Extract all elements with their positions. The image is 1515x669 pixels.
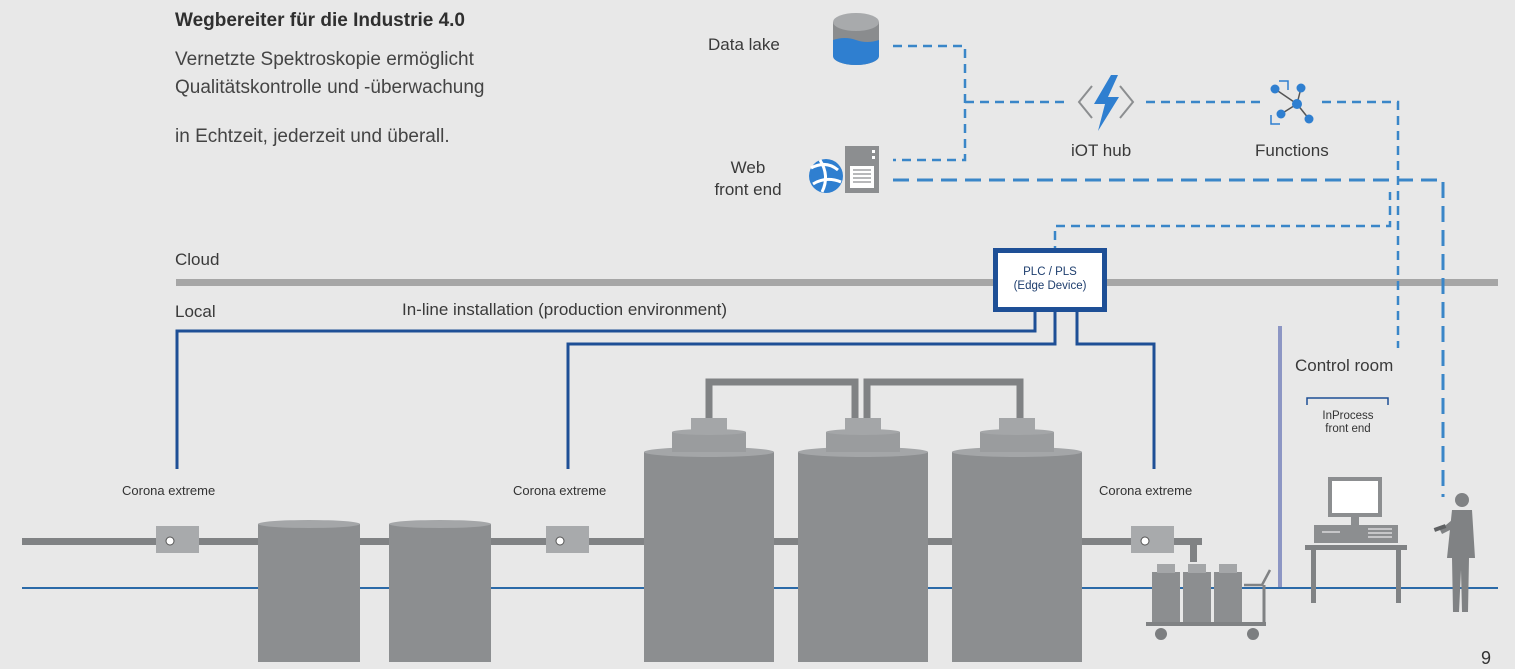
- intro-line-2: Qualitätskontrolle und -überwachung: [175, 77, 485, 98]
- web-front-end-label-2: front end: [714, 180, 782, 199]
- sensor-middle: [546, 526, 589, 553]
- front-end-bracket: [1306, 397, 1389, 405]
- sensor-left: [156, 526, 199, 553]
- edge-device-line-2: (Edge Device): [1013, 280, 1087, 292]
- intro-line-1: Vernetzte Spektroskopie ermöglicht: [175, 49, 474, 70]
- pipe-drop: [1190, 538, 1197, 562]
- intro-line-3: in Echtzeit, jederzeit und überall.: [175, 126, 450, 147]
- cloud-layer-label: Cloud: [175, 250, 220, 269]
- reactor-3: [952, 418, 1082, 662]
- reactor-2: [798, 418, 928, 662]
- sensor-left-label: Corona extreme: [122, 483, 216, 498]
- page-number: 9: [1481, 648, 1492, 668]
- web-front-end-label-1: Web: [730, 158, 766, 177]
- wire-to-middle-sensor: [566, 311, 1057, 469]
- network-nodes-icon: [1270, 80, 1314, 125]
- desktop-computer-icon: [1305, 477, 1407, 603]
- datalake-webfrontend-link: [893, 44, 967, 162]
- edge-device-box: PLC / PLS (Edge Device): [993, 248, 1107, 312]
- reactor-1: [644, 418, 774, 662]
- control-room-divider: [1278, 326, 1282, 588]
- cylinder-database-icon: [833, 13, 879, 65]
- intro-title: Wegbereiter für die Industrie 4.0: [175, 10, 466, 31]
- edge-cloud-link: [1053, 192, 1392, 255]
- sensor-right: [1131, 526, 1174, 553]
- data-lake-label: Data lake: [708, 35, 780, 54]
- cloud-local-divider: [176, 279, 1498, 286]
- sensor-right-label: Corona extreme: [1099, 483, 1193, 498]
- small-tank-2: [389, 520, 491, 662]
- iot-hub-label: iOT hub: [1071, 141, 1132, 160]
- control-room-title: Control room: [1295, 356, 1394, 375]
- globe-server-icon: [809, 146, 879, 193]
- webfrontend-user-link: [893, 178, 1445, 497]
- functions-label: Functions: [1255, 141, 1329, 160]
- inprocess-front-end-label-2: front end: [1325, 423, 1371, 435]
- inprocess-front-end-label-1: InProcess: [1322, 410, 1374, 422]
- person-tablet-icon: [1433, 493, 1475, 612]
- small-tank-1: [258, 520, 360, 662]
- lightning-brackets-icon: [1077, 75, 1135, 131]
- inline-installation-label: In-line installation (production environ…: [402, 300, 728, 319]
- bottle-cart: [1146, 564, 1272, 640]
- functions-controlroom-link: [1322, 100, 1400, 348]
- sensor-middle-label: Corona extreme: [513, 483, 607, 498]
- edge-device-wiring: [175, 311, 1156, 469]
- wire-to-right-sensor: [1075, 311, 1156, 469]
- main-pipe: [22, 538, 1202, 545]
- edge-device-line-1: PLC / PLS: [1023, 266, 1077, 278]
- cloud-connections: [893, 44, 1400, 348]
- wire-to-left-sensor: [175, 311, 1037, 469]
- local-layer-label: Local: [175, 302, 216, 321]
- reactor-top-pipes: [705, 378, 1024, 420]
